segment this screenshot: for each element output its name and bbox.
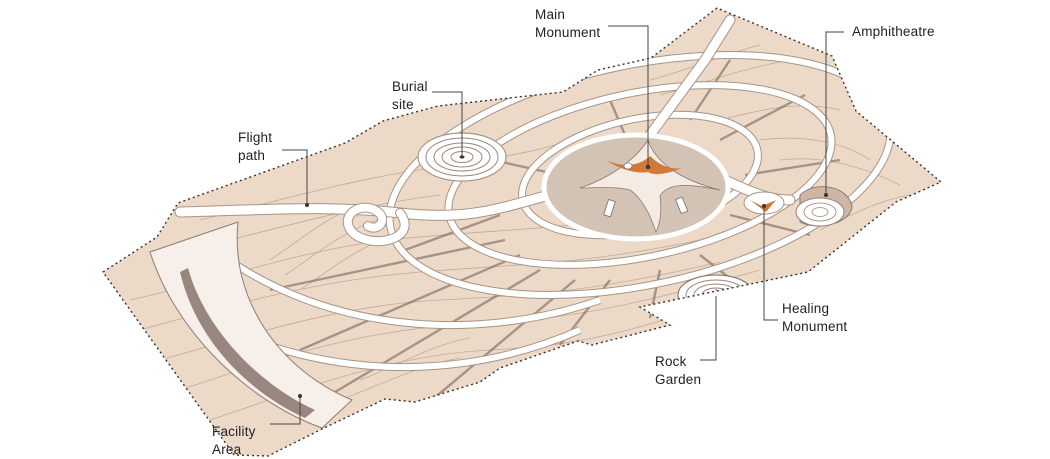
leader-endpoints <box>298 203 309 398</box>
label-healing-monument: Healing Monument <box>782 301 848 334</box>
amphitheatre-feature <box>795 186 853 227</box>
label-rock-garden: Rock Garden <box>655 354 702 387</box>
site-boundary <box>102 7 943 457</box>
main-monument-plaza <box>541 132 731 242</box>
label-facility-area: Facility Area <box>212 424 256 457</box>
label-main-monument: Main Monument <box>535 7 601 40</box>
facility-area-building <box>149 221 353 429</box>
leader-lines <box>270 25 844 425</box>
label-amphitheatre: Amphitheatre <box>852 24 935 39</box>
label-burial-site: Burial site <box>392 79 428 112</box>
spiral-feature <box>342 202 410 247</box>
label-flight-path: Flight path <box>238 130 273 163</box>
